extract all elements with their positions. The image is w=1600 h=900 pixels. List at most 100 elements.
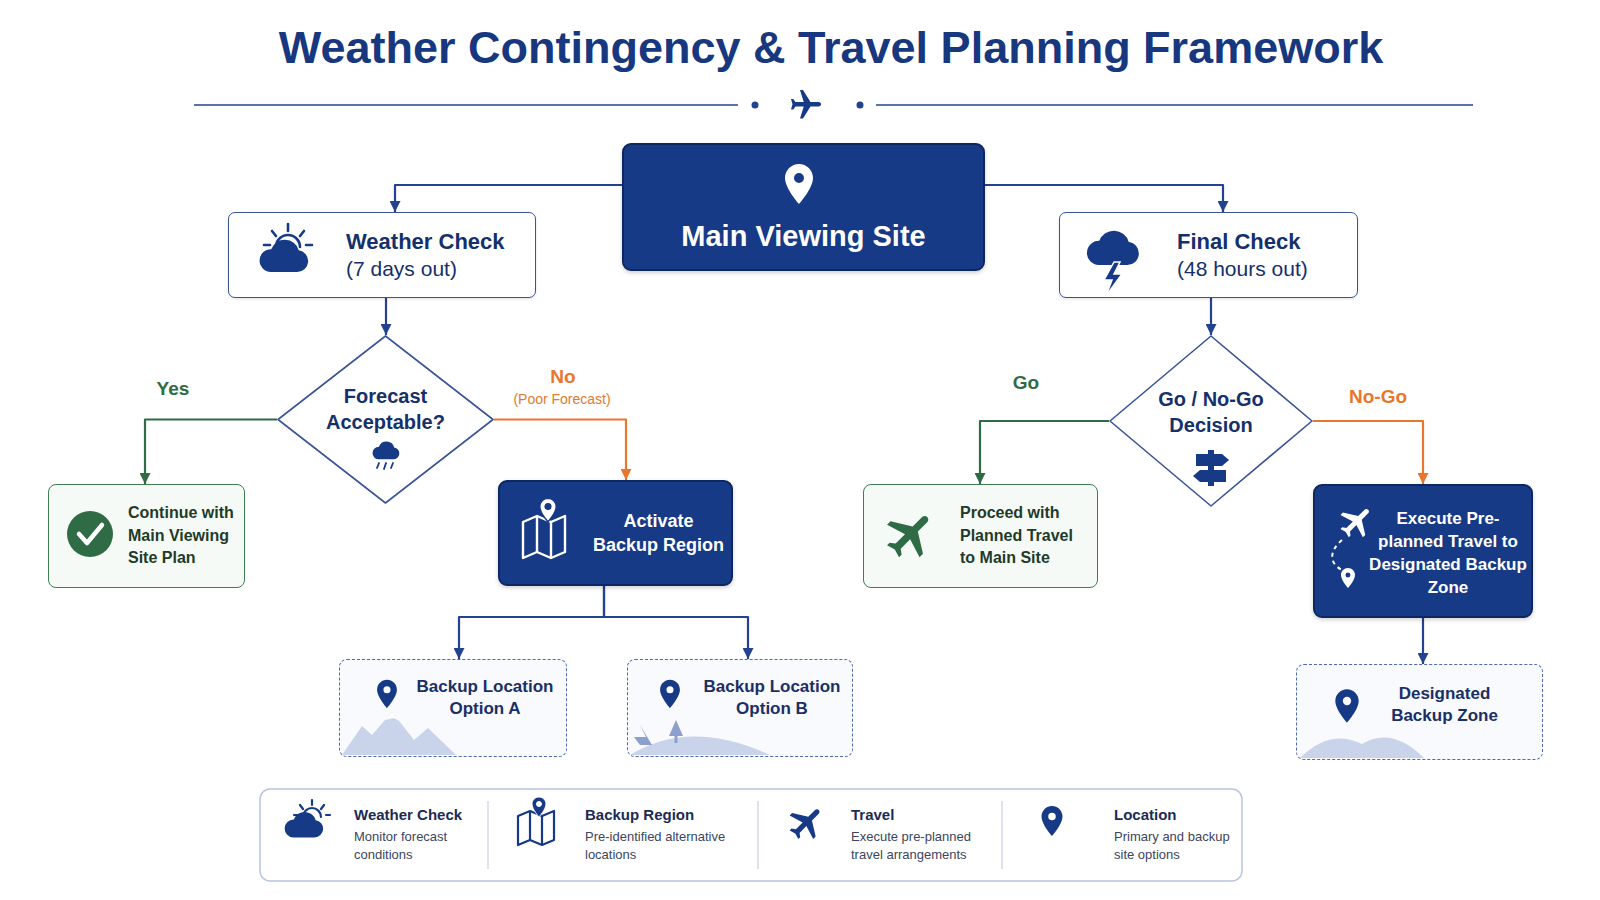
sun-ray [326, 814, 330, 816]
sun-ray [300, 231, 304, 236]
sun-arc [303, 808, 321, 817]
sun-ray [272, 231, 276, 236]
map-fold [536, 516, 538, 552]
flow-connector [1210, 298, 1212, 335]
decision-diamond: Go / No-Go Decision [1109, 335, 1313, 507]
map-fold [529, 811, 531, 840]
flow-connector [604, 586, 748, 659]
branch-label: No-Go [1349, 386, 1407, 408]
node-label: Backup Location Option A [413, 676, 558, 720]
plane-icon [877, 501, 944, 568]
action-box: Execute Pre-planned Travel to Designated… [1313, 484, 1533, 618]
legend-heading: Location [1114, 806, 1177, 823]
sun-ray [300, 805, 303, 809]
legend-pin-icon [532, 797, 546, 817]
legend-description: Primary and backup site options [1114, 828, 1238, 864]
sign-post [1208, 450, 1214, 486]
outcome-box: Continue with Main Viewing Site Plan [48, 484, 245, 588]
plane-icon [791, 90, 821, 119]
pin-icon [1335, 689, 1358, 722]
legend-separator [1001, 801, 1002, 869]
sign-arrow [1196, 454, 1229, 466]
diagram-title: Weather Contingency & Travel Planning Fr… [279, 22, 1383, 74]
rain-cloud-icon [373, 442, 400, 460]
sign-arrow [1193, 470, 1226, 482]
action-box: Activate Backup Region [498, 480, 733, 586]
node-label: Designated Backup Zone [1382, 683, 1507, 727]
pin-icon [660, 680, 680, 708]
legend-heading: Backup Region [585, 806, 694, 823]
legend-entry: Backup Region [585, 806, 694, 823]
location-box: Designated Backup Zone [1296, 664, 1543, 760]
flow-connector [145, 420, 277, 485]
node-label: Weather Check [346, 228, 505, 256]
node-label: Main Viewing Site [681, 219, 925, 254]
location-box: Backup Location Option B [627, 659, 853, 757]
legend-entry: Location [1114, 806, 1177, 823]
mountain-snow [385, 712, 399, 721]
rule-dot [857, 102, 864, 109]
flow-connector [459, 586, 604, 659]
tree [634, 725, 652, 745]
pin-icon [1341, 568, 1355, 588]
node-label: Final Check [1177, 228, 1300, 256]
rule-dot [752, 102, 759, 109]
node-label: Forecast Acceptable? [318, 383, 453, 435]
branch-label: Go [1013, 372, 1039, 394]
legend-pin-icon [1042, 806, 1063, 836]
tree-illustration [634, 720, 683, 745]
branch-note: (Poor Forecast) [513, 390, 610, 408]
sun-ray [264, 244, 270, 247]
outcome-box: Proceed with Planned Travel to Main Site [863, 484, 1098, 588]
rule-line [876, 104, 1473, 106]
hill-illustration [1300, 738, 1424, 758]
diamond-shape [1110, 336, 1312, 506]
node-label: Execute Pre-planned Travel to Designated… [1368, 508, 1529, 600]
rain-drop [391, 463, 393, 468]
node-label: Go / No-Go Decision [1146, 386, 1276, 438]
map-icon [523, 516, 565, 558]
flow-connector [985, 185, 1223, 212]
mountain-illustration [342, 712, 456, 755]
pin-icon [377, 680, 397, 708]
sun-ray [287, 224, 290, 231]
legend-map-icon [518, 811, 554, 845]
tree [669, 720, 683, 736]
map-outline [518, 811, 554, 845]
flow-connector [1422, 618, 1424, 664]
sun-ray [294, 814, 298, 816]
legend-separator [757, 801, 758, 869]
lightning-icon [1104, 262, 1122, 296]
diamond-shape [278, 336, 493, 503]
legend-entry: Weather Check [354, 806, 462, 823]
sun-arc [276, 235, 300, 247]
flow-connector [980, 421, 1109, 484]
flow-connector [494, 420, 626, 481]
map-outline [523, 516, 565, 558]
check-box: Final Check(48 hours out) [1059, 212, 1358, 298]
node-sublabel: (48 hours out) [1177, 255, 1308, 282]
legend-cloud-icon [285, 812, 324, 838]
map-fold [541, 816, 543, 845]
legend-heading: Weather Check [354, 806, 462, 823]
sun-cloud-icon [264, 224, 312, 247]
legend-description: Monitor forecast conditions [354, 828, 472, 864]
sun-ray [306, 244, 312, 247]
flow-connector [385, 298, 387, 335]
storm-cloud-icon [1087, 231, 1139, 265]
node-label: Backup Location Option B [700, 676, 845, 720]
rain-drops [377, 463, 393, 469]
cloud-icon [260, 240, 309, 272]
legend-entry: Travel [851, 806, 894, 823]
legend-separator [487, 801, 488, 869]
hill-illustration [630, 737, 770, 756]
legend-description: Pre-identified alternative locations [585, 828, 737, 864]
main-site-box: Main Viewing Site [622, 143, 985, 271]
node-label: Activate Backup Region [591, 509, 727, 558]
map-fold [550, 522, 552, 558]
flow-connector [1313, 421, 1423, 484]
pin-icon [540, 498, 556, 521]
